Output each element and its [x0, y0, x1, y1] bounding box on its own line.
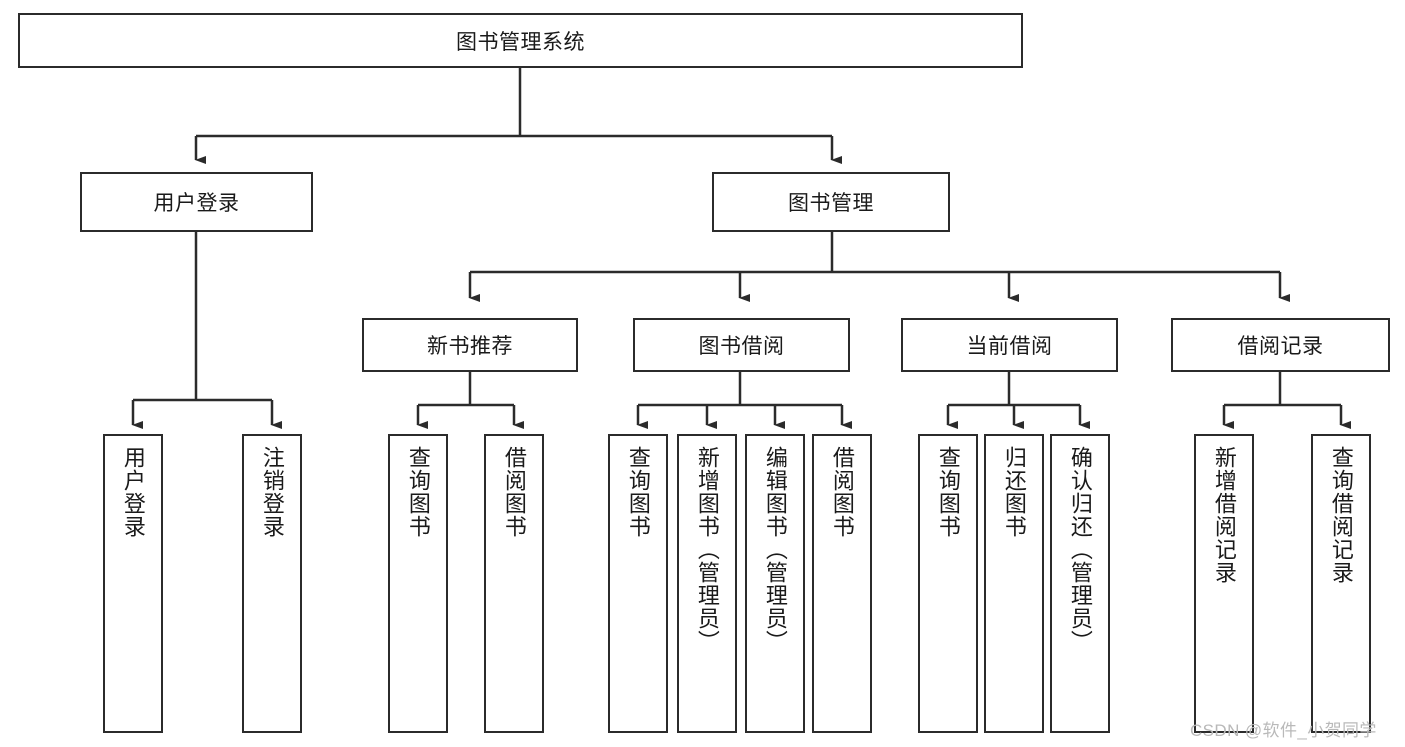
node-label: 编辑图书（管理员） — [762, 446, 788, 653]
watermark-text: CSDN @软件_小贺同学 — [1190, 721, 1377, 740]
leaf-borrow-add-book[interactable]: 新增图书（管理员） — [677, 434, 737, 733]
node-label: 借阅记录 — [1237, 335, 1324, 358]
node-borrow-record[interactable]: 借阅记录 — [1171, 318, 1390, 372]
leaf-record-query-record[interactable]: 查询借阅记录 — [1311, 434, 1371, 733]
node-label: 图书管理系统 — [456, 30, 585, 54]
node-root-system[interactable]: 图书管理系统 — [18, 13, 1023, 68]
node-label: 注销登录 — [259, 446, 285, 538]
leaf-current-query-book[interactable]: 查询图书 — [918, 434, 978, 733]
node-label: 图书管理 — [788, 192, 874, 215]
node-label: 借阅图书 — [829, 446, 855, 538]
leaf-borrow-query-book[interactable]: 查询图书 — [608, 434, 668, 733]
node-label: 归还图书 — [1001, 446, 1027, 538]
node-label: 新书推荐 — [427, 335, 513, 358]
node-label: 查询图书 — [935, 446, 961, 538]
node-current-borrow[interactable]: 当前借阅 — [901, 318, 1118, 372]
leaf-borrow-edit-book[interactable]: 编辑图书（管理员） — [745, 434, 805, 733]
node-new-book-recommend[interactable]: 新书推荐 — [362, 318, 578, 372]
node-label: 查询图书 — [405, 446, 431, 538]
node-label: 用户登录 — [153, 192, 240, 215]
leaf-current-confirm-return[interactable]: 确认归还（管理员） — [1050, 434, 1110, 733]
node-label: 查询图书 — [625, 446, 651, 538]
node-book-management[interactable]: 图书管理 — [712, 172, 950, 232]
leaf-recommend-query-book[interactable]: 查询图书 — [388, 434, 448, 733]
node-user-login[interactable]: 用户登录 — [80, 172, 313, 232]
node-label: 确认归还（管理员） — [1067, 446, 1093, 653]
node-label: 图书借阅 — [698, 335, 785, 358]
node-label: 当前借阅 — [966, 335, 1053, 358]
node-label: 借阅图书 — [501, 446, 527, 538]
node-label: 用户登录 — [120, 446, 146, 538]
leaf-recommend-borrow-book[interactable]: 借阅图书 — [484, 434, 544, 733]
leaf-user-login[interactable]: 用户登录 — [103, 434, 163, 733]
node-label: 查询借阅记录 — [1328, 446, 1354, 584]
leaf-borrow-borrow-book[interactable]: 借阅图书 — [812, 434, 872, 733]
node-book-borrow[interactable]: 图书借阅 — [633, 318, 850, 372]
node-label: 新增图书（管理员） — [694, 446, 720, 653]
node-label: 新增借阅记录 — [1211, 446, 1237, 584]
leaf-user-logout[interactable]: 注销登录 — [242, 434, 302, 733]
leaf-current-return-book[interactable]: 归还图书 — [984, 434, 1044, 733]
leaf-record-add-record[interactable]: 新增借阅记录 — [1194, 434, 1254, 733]
